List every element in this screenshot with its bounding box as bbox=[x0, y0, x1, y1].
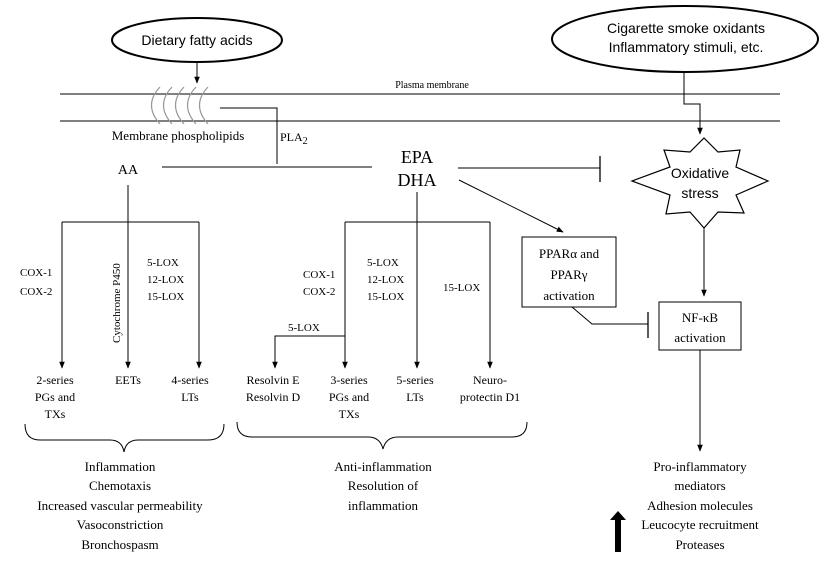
external-stimuli-line1: Cigarette smoke oxidants bbox=[607, 20, 765, 36]
aa-effects-brace bbox=[24, 423, 225, 453]
pla2-label: PLA2 bbox=[280, 130, 308, 147]
epa-cox2: COX-2 bbox=[303, 286, 335, 298]
aa-pgs-line1: 2-series bbox=[36, 373, 74, 387]
dietary-fatty-acids-ellipse bbox=[111, 17, 283, 63]
outcome-3: Adhesion molecules bbox=[647, 498, 753, 513]
epa-15lox-a: 15-LOX bbox=[367, 291, 404, 303]
epa-pgs-line2: PGs and bbox=[329, 390, 369, 404]
outcome-1: Pro-inflammatory bbox=[653, 459, 747, 474]
ppar-line2: PPARγ bbox=[550, 267, 587, 282]
aa-lts-line2: LTs bbox=[181, 390, 199, 404]
aa-cox1: COX-1 bbox=[20, 267, 52, 279]
resolvin-d: Resolvin D bbox=[246, 390, 301, 404]
epa-pgs-line3: TXs bbox=[339, 407, 360, 421]
epa-5lox: 5-LOX bbox=[367, 257, 399, 269]
epa-pgs-line1: 3-series bbox=[330, 373, 368, 387]
aa-15lox: 15-LOX bbox=[147, 291, 184, 303]
oxidative-stress-line1: Oxidative bbox=[671, 165, 730, 181]
plasma-membrane-label: Plasma membrane bbox=[395, 80, 469, 91]
nfkb-box bbox=[658, 301, 742, 351]
epa-label: EPA bbox=[401, 147, 433, 167]
dietary-fatty-acids-label: Dietary fatty acids bbox=[141, 32, 252, 48]
aa-effect-2: Chemotaxis bbox=[89, 478, 151, 493]
epa-5lox-resolvin-arrow bbox=[272, 335, 345, 369]
aa-lts-line1: 4-series bbox=[171, 373, 209, 387]
epa-lts-line1: 5-series bbox=[396, 373, 434, 387]
epa-effect-2: Resolution of bbox=[348, 478, 419, 493]
stimuli-arrow bbox=[683, 73, 703, 135]
ppar-box bbox=[521, 236, 617, 308]
oxidative-stress-star bbox=[630, 137, 770, 229]
epa-cox1: COX-1 bbox=[303, 269, 335, 281]
aa-pgs-line3: TXs bbox=[45, 407, 66, 421]
epa-5lox-resolvin: 5-LOX bbox=[288, 322, 320, 334]
aa-5lox: 5-LOX bbox=[147, 257, 179, 269]
aa-pgs-line2: PGs and bbox=[35, 390, 75, 404]
nfkb-line1: NF-κB bbox=[682, 310, 718, 325]
aa-effect-3: Increased vascular permeability bbox=[37, 498, 203, 513]
epa-15lox-b: 15-LOX bbox=[443, 282, 480, 294]
aa-eets: EETs bbox=[115, 373, 141, 387]
ppar-inhibits-nfkb bbox=[571, 306, 648, 325]
resolvin-e: Resolvin E bbox=[247, 373, 300, 387]
outcome-5: Proteases bbox=[675, 537, 724, 552]
epa-effect-1: Anti-inflammation bbox=[334, 459, 432, 474]
external-stimuli-line2: Inflammatory stimuli, etc. bbox=[609, 39, 764, 55]
epa-12lox: 12-LOX bbox=[367, 274, 404, 286]
aa-effect-4: Vasoconstriction bbox=[77, 517, 164, 532]
epa-effect-3: inflammation bbox=[348, 498, 419, 513]
ppar-line3: activation bbox=[543, 288, 595, 303]
increase-arrow-icon bbox=[610, 511, 626, 552]
oxidative-stress-line2: stress bbox=[681, 185, 718, 201]
aa-12lox: 12-LOX bbox=[147, 274, 184, 286]
membrane-phospholipids-label: Membrane phospholipids bbox=[112, 128, 245, 143]
ppar-line1: PPARα and bbox=[539, 246, 600, 261]
epa-effects-brace bbox=[236, 421, 528, 450]
aa-effect-1: Inflammation bbox=[85, 459, 156, 474]
external-stimuli-ellipse bbox=[551, 5, 819, 73]
aa-cyp450: Cytochrome P450 bbox=[111, 263, 123, 343]
dha-label: DHA bbox=[398, 170, 437, 190]
nfkb-line2: activation bbox=[674, 330, 726, 345]
outcome-4: Leucocyte recruitment bbox=[641, 517, 759, 532]
neuroprotectin-line2: protectin D1 bbox=[460, 390, 520, 404]
epa-lts-line2: LTs bbox=[406, 390, 424, 404]
dha-to-ppar-arrow bbox=[458, 179, 564, 233]
aa-label: AA bbox=[118, 163, 139, 178]
phospholipid-arcs bbox=[150, 86, 209, 125]
aa-cox2: COX-2 bbox=[20, 286, 52, 298]
pla2-connector bbox=[220, 107, 278, 164]
neuroprotectin-line1: Neuro- bbox=[473, 373, 507, 387]
aa-effect-5: Bronchospasm bbox=[81, 537, 158, 552]
outcome-2: mediators bbox=[674, 478, 725, 493]
